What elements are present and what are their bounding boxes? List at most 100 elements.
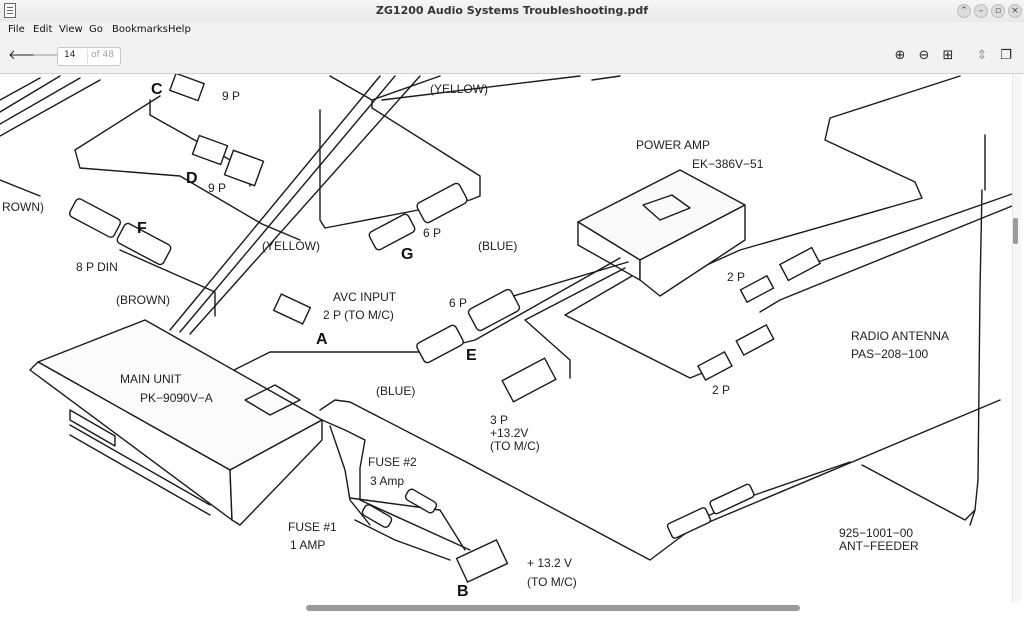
horizontal-scrollbar-thumb[interactable] (306, 605, 800, 611)
label-fuse2-amp: 3 Amp (370, 474, 404, 488)
connector-3p (501, 357, 557, 403)
page-number-box[interactable]: 14 of 48 (57, 47, 121, 66)
label-main-unit-model: PK−9090V−A (140, 391, 213, 405)
cable-amp-3 (564, 275, 706, 379)
menu-help[interactable]: Help (168, 24, 191, 35)
connector-f-2 (116, 222, 172, 266)
menu-view[interactable]: View (59, 24, 83, 35)
cable-yellow-top-c (381, 75, 581, 101)
menu-bookmarks[interactable]: Bookmarks (112, 24, 168, 35)
label-blue-bottom: (BLUE) (376, 384, 415, 398)
sidebar-toggle-icon[interactable]: ❐ (1000, 48, 1012, 63)
power-amp-label-plate (642, 194, 691, 221)
label-brown-left: ROWN) (2, 200, 44, 214)
cable-main-to-top-3 (179, 75, 396, 333)
label-6p-g: 6 P (423, 226, 441, 240)
label-to-mc-b: (TO M/C) (527, 575, 577, 589)
label-a: A (316, 331, 328, 348)
label-avc-input: AVC INPUT (333, 290, 397, 304)
cable-main-to-top-2 (189, 75, 421, 335)
zoom-in-icon[interactable]: ⊕ (894, 48, 906, 63)
window-close-button[interactable]: × (1008, 4, 1022, 18)
document-app-icon (4, 3, 16, 18)
label-radio-antenna: RADIO ANTENNA (851, 329, 949, 343)
label-g: G (401, 246, 413, 263)
cable-right-edge-2 (759, 205, 1013, 313)
label-power-amp: POWER AMP (636, 138, 710, 152)
connector-g-2 (416, 182, 468, 224)
power-amp-side (639, 204, 746, 297)
cable-main-bottom-2 (321, 419, 471, 551)
label-plus-13v-b: + 13.2 V (527, 556, 572, 570)
fuse-holder-2 (404, 488, 438, 514)
menu-go[interactable]: Go (89, 24, 103, 35)
fuse-holder-1 (361, 504, 393, 528)
page-number-input[interactable]: 14 (64, 50, 76, 60)
window-maximize-button[interactable]: ▫ (991, 4, 1005, 18)
label-b: B (457, 583, 469, 600)
cable-top-left-4 (0, 79, 101, 137)
main-unit-label-plate (244, 384, 301, 416)
label-yellow-mid: (YELLOW) (262, 239, 320, 253)
label-yellow-top: (YELLOW) (430, 82, 488, 96)
connector-b (455, 538, 509, 584)
cable-fuse-1 (354, 519, 451, 561)
connector-2p-upper-b (778, 246, 822, 282)
connector-a (272, 293, 312, 325)
label-8p-din: 8 P DIN (76, 260, 118, 274)
connector-f-1 (68, 198, 122, 238)
cable-fuse-2 (349, 497, 466, 551)
main-unit-buttons (69, 424, 211, 516)
menu-file[interactable]: File (8, 24, 25, 35)
document-viewer[interactable]: C 9 P (YELLOW) D 9 P ROWN) POWER AMP EK−… (0, 74, 1024, 617)
label-d: D (186, 170, 198, 187)
window-title: ZG1200 Audio Systems Troubleshooting.pdf (375, 4, 649, 17)
ant-feeder-plug-2 (709, 483, 755, 515)
label-ant-feeder: ANT−FEEDER (839, 539, 919, 553)
cable-amp-2 (524, 267, 626, 379)
connector-d (191, 134, 229, 166)
label-2p-lower: 2 P (712, 383, 730, 397)
toolbar: 🡐 🡒 ⊕ ⊖ ⊞ ⇕ ❐ (0, 39, 1024, 74)
page-box-divider (87, 49, 88, 64)
label-ant-feeder-number: 925−1001−00 (839, 526, 913, 540)
zoom-out-icon[interactable]: ⊖ (918, 48, 930, 63)
connector-d2 (223, 149, 265, 187)
main-unit-side (229, 419, 323, 526)
fit-page-icon[interactable]: ⊞ (942, 48, 954, 63)
cable-long-2 (119, 249, 216, 317)
page-layout-icon[interactable]: ⇕ (976, 48, 988, 63)
label-to-mc-a: (TO M/C) (490, 439, 540, 453)
cable-long-1 (0, 179, 41, 197)
back-arrow-icon[interactable]: 🡐 (8, 48, 43, 63)
menu-bar: File Edit View Go Bookmarks Help (0, 22, 1024, 39)
label-f: F (137, 220, 147, 237)
label-fuse1-amp: 1 AMP (290, 538, 325, 552)
label-plus-13v-a: +13.2V (490, 426, 528, 440)
window-minimize-button[interactable]: – (974, 4, 988, 18)
label-6p-e: 6 P (449, 296, 467, 310)
label-3p: 3 P (490, 413, 508, 427)
vertical-scrollbar-track[interactable] (1012, 74, 1021, 603)
label-brown: (BROWN) (116, 293, 170, 307)
connector-2p-lower (735, 324, 775, 356)
antenna-feeder-cable (861, 464, 976, 521)
cable-top-left-3 (0, 77, 81, 125)
connector-g-1 (368, 213, 416, 251)
cable-yellow-top-b (371, 75, 441, 101)
antenna-rod (969, 134, 986, 526)
label-main-unit: MAIN UNIT (120, 372, 182, 386)
menu-edit[interactable]: Edit (33, 24, 53, 35)
connector-e-1 (416, 324, 464, 364)
label-9p-d: 9 P (208, 181, 226, 195)
window-shade-button[interactable]: ⌃ (957, 4, 971, 18)
vertical-scrollbar-thumb[interactable] (1013, 218, 1018, 244)
page-total-label: of 48 (91, 50, 114, 60)
connector-2p-lower-b (697, 350, 733, 382)
ant-feeder-plug-1 (666, 507, 712, 539)
cable-yellow-top-d (591, 75, 621, 81)
label-radio-antenna-model: PAS−208−100 (851, 347, 929, 361)
label-blue-top: (BLUE) (478, 239, 517, 253)
label-e: E (466, 347, 477, 364)
forward-arrow-icon[interactable]: 🡒 (32, 48, 67, 63)
